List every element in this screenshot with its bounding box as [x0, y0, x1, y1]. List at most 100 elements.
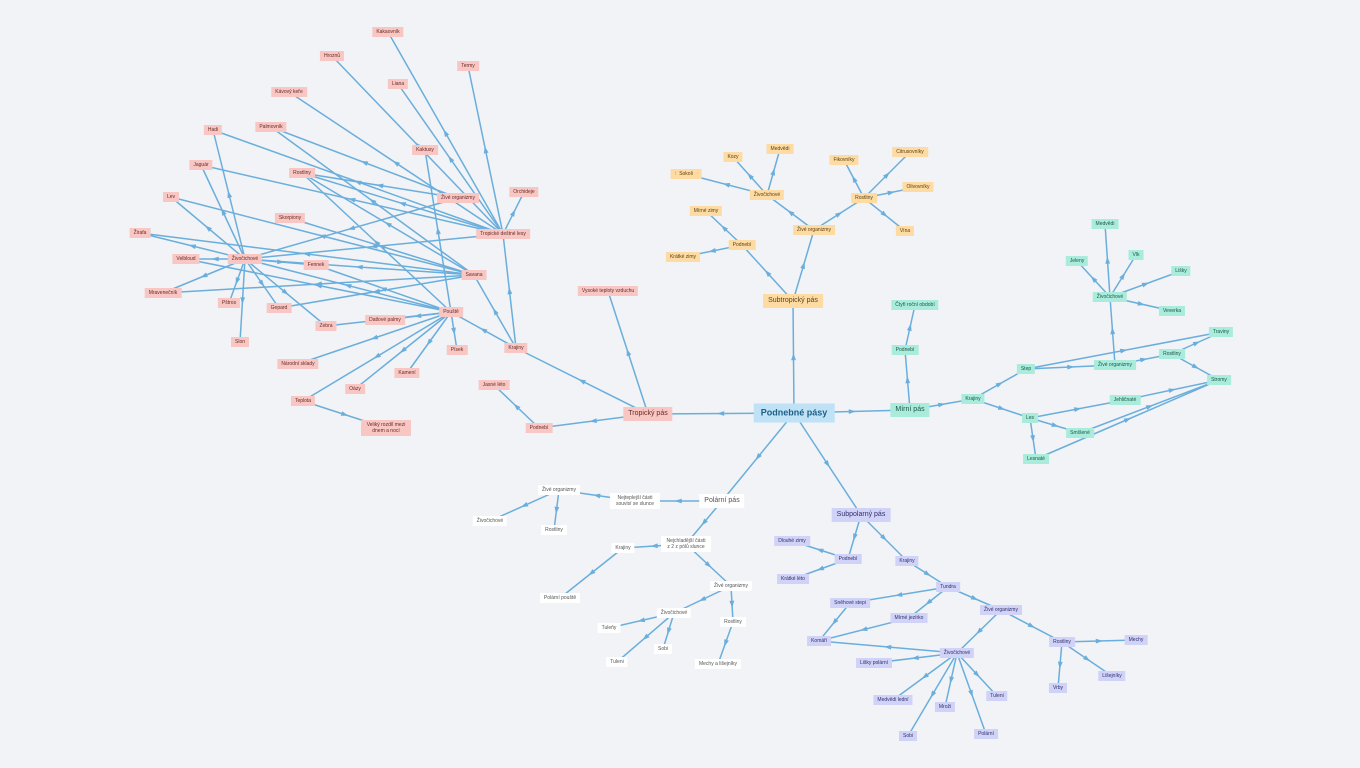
node-p1[interactable]: Nejteplejší části souvisí se slunce [610, 493, 660, 509]
node-p14[interactable]: Mechy a lišejníky [694, 659, 742, 669]
node-t28[interactable]: Gepard [266, 303, 292, 313]
node-t37[interactable]: Veliký rozdíl mezi dnem a nocí [361, 420, 411, 436]
node-t11[interactable]: Liana [387, 79, 409, 89]
node-t29[interactable]: Slon [230, 337, 250, 347]
node-t25[interactable]: Fennek [303, 260, 329, 270]
node-b18[interactable]: Tuleni [986, 691, 1008, 701]
node-n3[interactable]: Mírní pás [890, 403, 930, 417]
node-t30[interactable]: Zebra [315, 321, 337, 331]
node-m14[interactable]: Medvědi [1091, 219, 1119, 229]
node-p10[interactable]: Rostliny [720, 617, 746, 627]
node-t15[interactable]: Kaktusy [412, 145, 438, 155]
node-p12[interactable]: Tuleni [606, 657, 628, 667]
node-b1[interactable]: Podnebí [834, 554, 862, 564]
node-b6[interactable]: Sněhové stepi [830, 598, 870, 608]
node-p3[interactable]: Živé organizmy [538, 485, 580, 495]
node-m17[interactable]: Lišky [1171, 266, 1191, 276]
node-p9[interactable]: Živočichové [656, 608, 692, 618]
node-m6[interactable]: Lesnaté [1023, 454, 1049, 464]
node-t14[interactable]: Palmovník [255, 122, 287, 132]
node-b19[interactable]: Sobi [898, 731, 918, 741]
node-t17[interactable]: Jaguár [189, 160, 213, 170]
node-b14[interactable]: Vrby [1048, 683, 1068, 693]
node-b9[interactable]: Živé organizmy [980, 605, 1022, 615]
node-s4[interactable]: Krátké zimy [665, 252, 701, 262]
node-s1[interactable]: Podnebí [728, 240, 756, 250]
node-m2[interactable]: Podnebí [891, 345, 919, 355]
node-n2[interactable]: Subtropický pás [763, 294, 823, 308]
node-t19[interactable]: Orchideje [509, 187, 539, 197]
node-s11[interactable]: Fikovníky [829, 155, 859, 165]
node-s5[interactable]: Živé organizmy [793, 225, 835, 235]
node-b17[interactable]: Mroži [934, 702, 956, 712]
node-t26[interactable]: Mravenečník [144, 288, 182, 298]
node-b4[interactable]: Krajiny [895, 556, 919, 566]
node-b11[interactable]: Rostliny [1049, 637, 1075, 647]
node-b7[interactable]: Mírné jezírko [890, 613, 928, 623]
node-t23[interactable]: Žirafa [129, 228, 151, 238]
node-s10[interactable]: Medvědi [766, 144, 794, 154]
node-p2[interactable]: Nejchladější části z 2 z pólů slunce [661, 536, 711, 552]
node-n5[interactable]: Subpolarný pás [831, 508, 891, 522]
node-t8[interactable]: Kakaovník [372, 27, 404, 37]
node-p5[interactable]: Rostliny [541, 525, 567, 535]
node-s7[interactable]: Rostliny [851, 193, 877, 203]
node-t7[interactable]: Tropické deštné lesy [476, 229, 530, 239]
node-t13[interactable]: Rostliny [289, 168, 315, 178]
node-p6[interactable]: Krajiny [611, 543, 635, 553]
node-t4[interactable]: Krajiny [504, 343, 528, 353]
node-p13[interactable]: Sobi [653, 644, 673, 654]
node-m18[interactable]: Veverka [1158, 306, 1186, 316]
node-b16[interactable]: Medvědi lední [873, 695, 913, 705]
node-t18[interactable]: Živé organizmy [437, 193, 479, 203]
node-t27[interactable]: Pštros [217, 298, 241, 308]
node-n0[interactable]: Podnebné pásy [753, 403, 835, 423]
node-t3[interactable]: Podnebí [525, 423, 553, 433]
node-s2[interactable]: Mírné zimy [689, 206, 723, 216]
node-t34[interactable]: Oázy [345, 384, 365, 394]
node-b5[interactable]: Tundra [936, 582, 960, 592]
node-m4[interactable]: Step [1016, 364, 1036, 374]
node-b8[interactable]: Komáři [807, 636, 831, 646]
node-t36[interactable]: Teplota [290, 396, 316, 406]
node-t12[interactable]: Termy [457, 61, 479, 71]
node-p11[interactable]: Tuleňy [597, 623, 621, 633]
node-m9[interactable]: Živé organizmy [1094, 360, 1136, 370]
node-b15[interactable]: Lišky polární [855, 658, 893, 668]
node-t32[interactable]: Písek [446, 345, 468, 355]
node-t22[interactable]: Skorpiony [274, 213, 306, 223]
node-m16[interactable]: Vlk [1128, 250, 1144, 260]
node-b2[interactable]: Dlouhé zimy [774, 536, 810, 546]
node-m1[interactable]: Čtyři roční období [891, 300, 939, 310]
node-s12[interactable]: Citrusovníky [892, 147, 928, 157]
node-b20[interactable]: Polární [974, 729, 998, 739]
node-t16[interactable]: Hadi [203, 125, 223, 135]
node-n1[interactable]: Tropický pás [623, 407, 673, 421]
node-s14[interactable]: Vína [895, 226, 915, 236]
node-m13[interactable]: Stromy [1207, 375, 1231, 385]
node-m7[interactable]: Smíšené [1066, 428, 1094, 438]
node-t2[interactable]: Jasné léto [478, 380, 510, 390]
node-t35[interactable]: Kamení [394, 368, 420, 378]
node-p4[interactable]: Živočichové [472, 516, 508, 526]
node-m5[interactable]: Les [1021, 413, 1039, 423]
node-t1[interactable]: Vysoké teploty vzduchu [577, 286, 639, 296]
node-s8[interactable]: Sokoli [675, 169, 697, 179]
node-t10[interactable]: Kávový keře [271, 87, 307, 97]
node-t21[interactable]: Živočichové [227, 254, 263, 264]
node-t5[interactable]: Pouště [439, 307, 463, 317]
node-b3[interactable]: Krátké léto [777, 574, 809, 584]
node-t9[interactable]: Hroznů [319, 51, 345, 61]
node-t24[interactable]: Velbloud [172, 254, 200, 264]
node-n4[interactable]: Polární pás [699, 494, 745, 508]
node-m3[interactable]: Krajiny [961, 394, 985, 404]
node-m10[interactable]: Živočichové [1092, 292, 1128, 302]
node-t31[interactable]: Datlové palmy [365, 315, 405, 325]
node-t20[interactable]: Lev [162, 192, 180, 202]
node-t33[interactable]: Národní sklady [277, 359, 319, 369]
node-b12[interactable]: Mechy [1124, 635, 1148, 645]
node-m15[interactable]: Jeleny [1065, 256, 1089, 266]
node-s13[interactable]: Olivovníky [902, 182, 934, 192]
node-p8[interactable]: Živé organizmy [710, 581, 752, 591]
node-s6[interactable]: Živočichové [749, 190, 785, 200]
